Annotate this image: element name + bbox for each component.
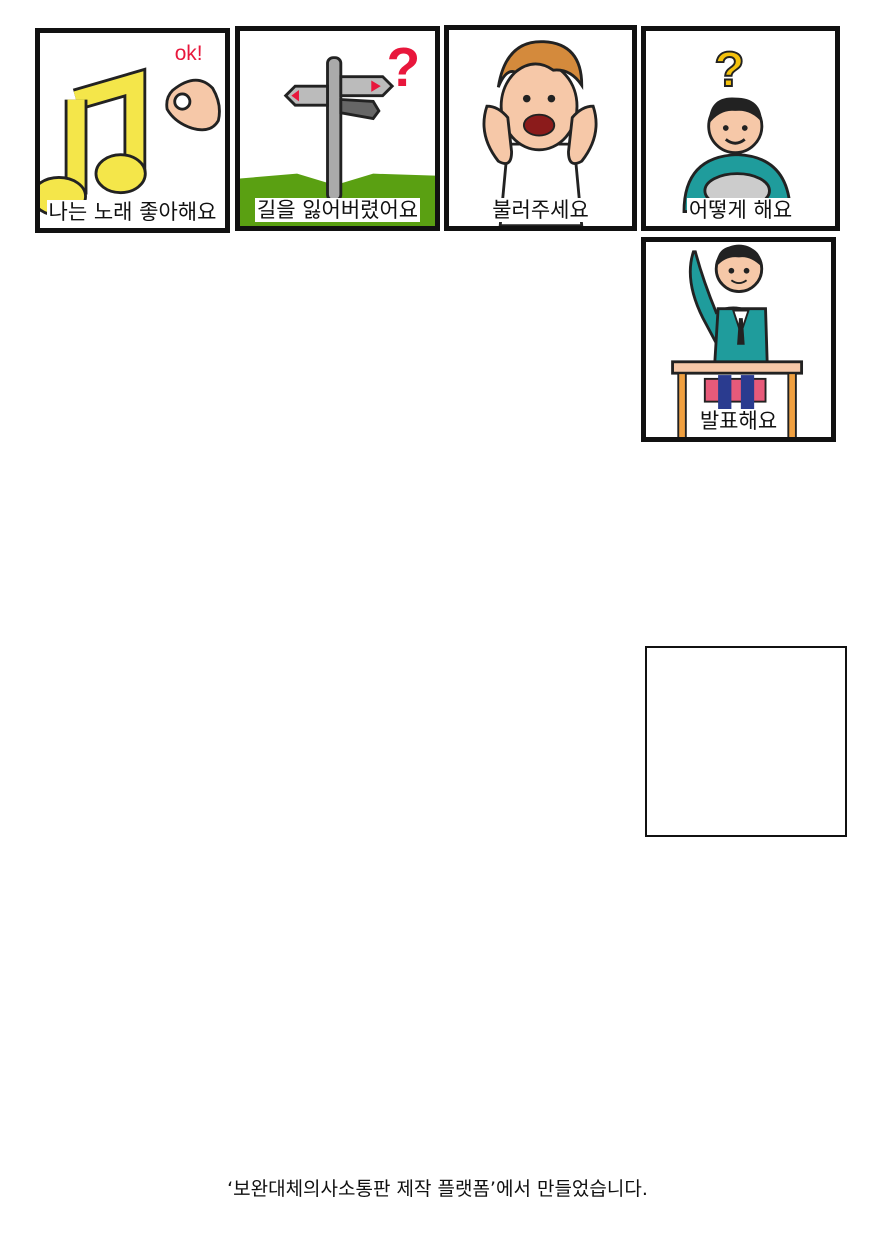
boy-shouting-icon xyxy=(482,40,598,226)
card-label: 불러주세요 xyxy=(490,197,591,222)
footer-credit: ‘보완대체의사소통판 제작 플랫폼’에서 만들었습니다. xyxy=(227,1178,648,1200)
aac-card-call-me[interactable]: 불러주세요 xyxy=(444,25,637,231)
card-label: 길을 잃어버렸어요 xyxy=(254,197,421,222)
music-note-ok-icon xyxy=(40,67,221,217)
card-label: 나는 노래 좋아해요 xyxy=(46,199,219,224)
card-label: 어떻게 해요 xyxy=(686,197,795,222)
signpost-question-icon xyxy=(240,56,435,226)
student-raising-hand-icon xyxy=(671,244,804,437)
person-question-icon xyxy=(682,97,792,214)
aac-card-what-should-i-do[interactable]: ? 어떻게 해요 xyxy=(641,26,840,231)
aac-card-i-am-lost[interactable]: ? 길을 잃어버렸어요 xyxy=(235,26,440,231)
aac-card-i-present[interactable]: 발표해요 xyxy=(641,237,836,442)
card-label: 발표해요 xyxy=(697,408,780,433)
empty-card-slot[interactable] xyxy=(645,646,847,837)
aac-card-i-like-singing[interactable]: ok! 나는 노래 좋아해요 xyxy=(35,28,230,233)
